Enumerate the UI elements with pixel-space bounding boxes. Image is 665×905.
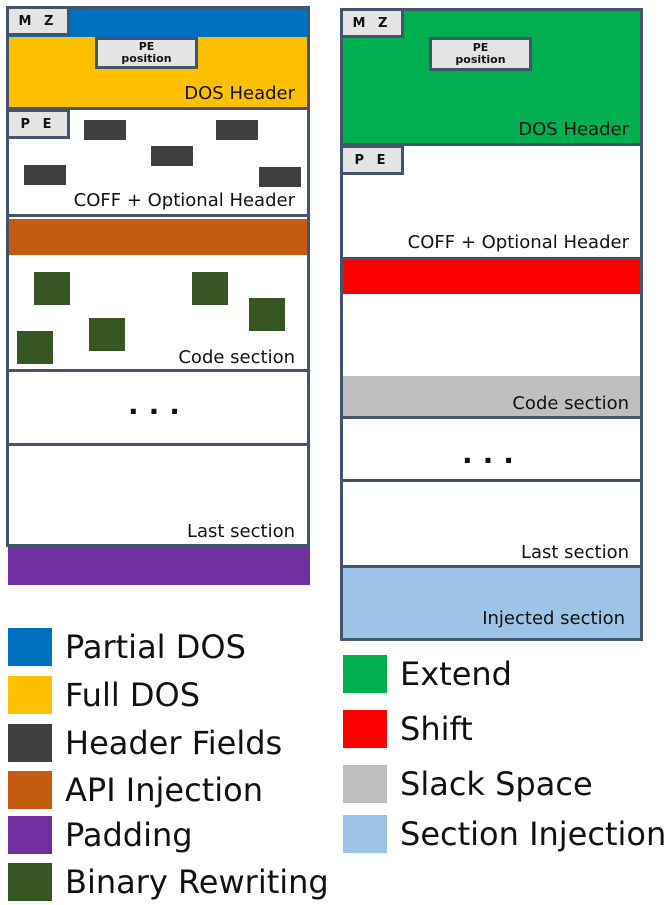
code-divider — [8, 369, 308, 372]
legend-swatch-slack-space — [343, 765, 387, 803]
legend-label-api-injection: API Injection — [65, 771, 263, 809]
pe-tag: P E — [6, 109, 70, 139]
legend-label-shift: Shift — [400, 710, 473, 748]
dos-divider — [341, 143, 641, 146]
coff-optional-header-label: COFF + Optional Header — [407, 232, 629, 253]
dos-header-label: DOS Header — [184, 83, 295, 104]
rewrite-block — [34, 272, 70, 305]
legend-swatch-extend — [343, 655, 387, 693]
dos-divider — [8, 107, 308, 110]
injected-section-label: Injected section — [482, 608, 625, 629]
legend-swatch-api-injection — [8, 771, 52, 809]
pe-tag: P E — [340, 145, 404, 175]
mz-tag: M Z — [340, 8, 404, 38]
legend-swatch-header-fields — [8, 724, 52, 762]
shift-region — [343, 260, 641, 294]
legend-label-full-dos: Full DOS — [65, 676, 201, 714]
legend-swatch-full-dos — [8, 676, 52, 714]
coff-divider — [341, 257, 641, 260]
legend-label-extend: Extend — [400, 655, 512, 693]
legend-label-header-fields: Header Fields — [65, 724, 283, 762]
coff-divider — [8, 214, 308, 217]
rewrite-block — [192, 272, 228, 305]
rewrite-block — [17, 331, 53, 364]
ellipsis-divider — [341, 479, 641, 482]
legend-label-binary-rewriting: Binary Rewriting — [65, 863, 329, 901]
header-field — [151, 146, 193, 166]
rewrite-block — [249, 298, 285, 331]
ellipsis-divider — [8, 443, 308, 446]
legend-swatch-section-injection — [343, 815, 387, 853]
pe-position-tag: PE position — [429, 37, 532, 71]
api-injection-region — [8, 219, 310, 255]
legend-label-partial-dos: Partial DOS — [65, 628, 246, 666]
header-field — [84, 120, 126, 140]
coff-optional-header-label: COFF + Optional Header — [73, 190, 295, 211]
injected-section-region — [343, 568, 641, 638]
legend-swatch-binary-rewriting — [8, 863, 52, 901]
legend-label-slack-space: Slack Space — [400, 765, 593, 803]
code-section-label: Code section — [512, 393, 629, 414]
legend-label-section-injection: Section Injection — [400, 815, 665, 853]
mz-tag: M Z — [6, 6, 70, 36]
legend-label-padding: Padding — [65, 816, 193, 854]
legend-swatch-padding — [8, 816, 52, 854]
slack-space-region — [343, 376, 641, 416]
code-divider — [341, 416, 641, 419]
code-section-label: Code section — [178, 347, 295, 368]
last-section-label: Last section — [520, 542, 629, 563]
padding-region — [8, 547, 310, 585]
ellipsis: ... — [128, 388, 190, 421]
last-section-label: Last section — [186, 521, 295, 542]
last-section-divider — [341, 565, 641, 568]
dos-header-label: DOS Header — [518, 119, 629, 140]
ellipsis: ... — [462, 437, 524, 470]
header-field — [259, 167, 301, 187]
header-field — [216, 120, 258, 140]
legend-swatch-shift — [343, 710, 387, 748]
header-field — [24, 165, 66, 185]
rewrite-block — [89, 318, 125, 351]
legend-swatch-partial-dos — [8, 628, 52, 666]
pe-position-tag: PE position — [95, 37, 198, 69]
